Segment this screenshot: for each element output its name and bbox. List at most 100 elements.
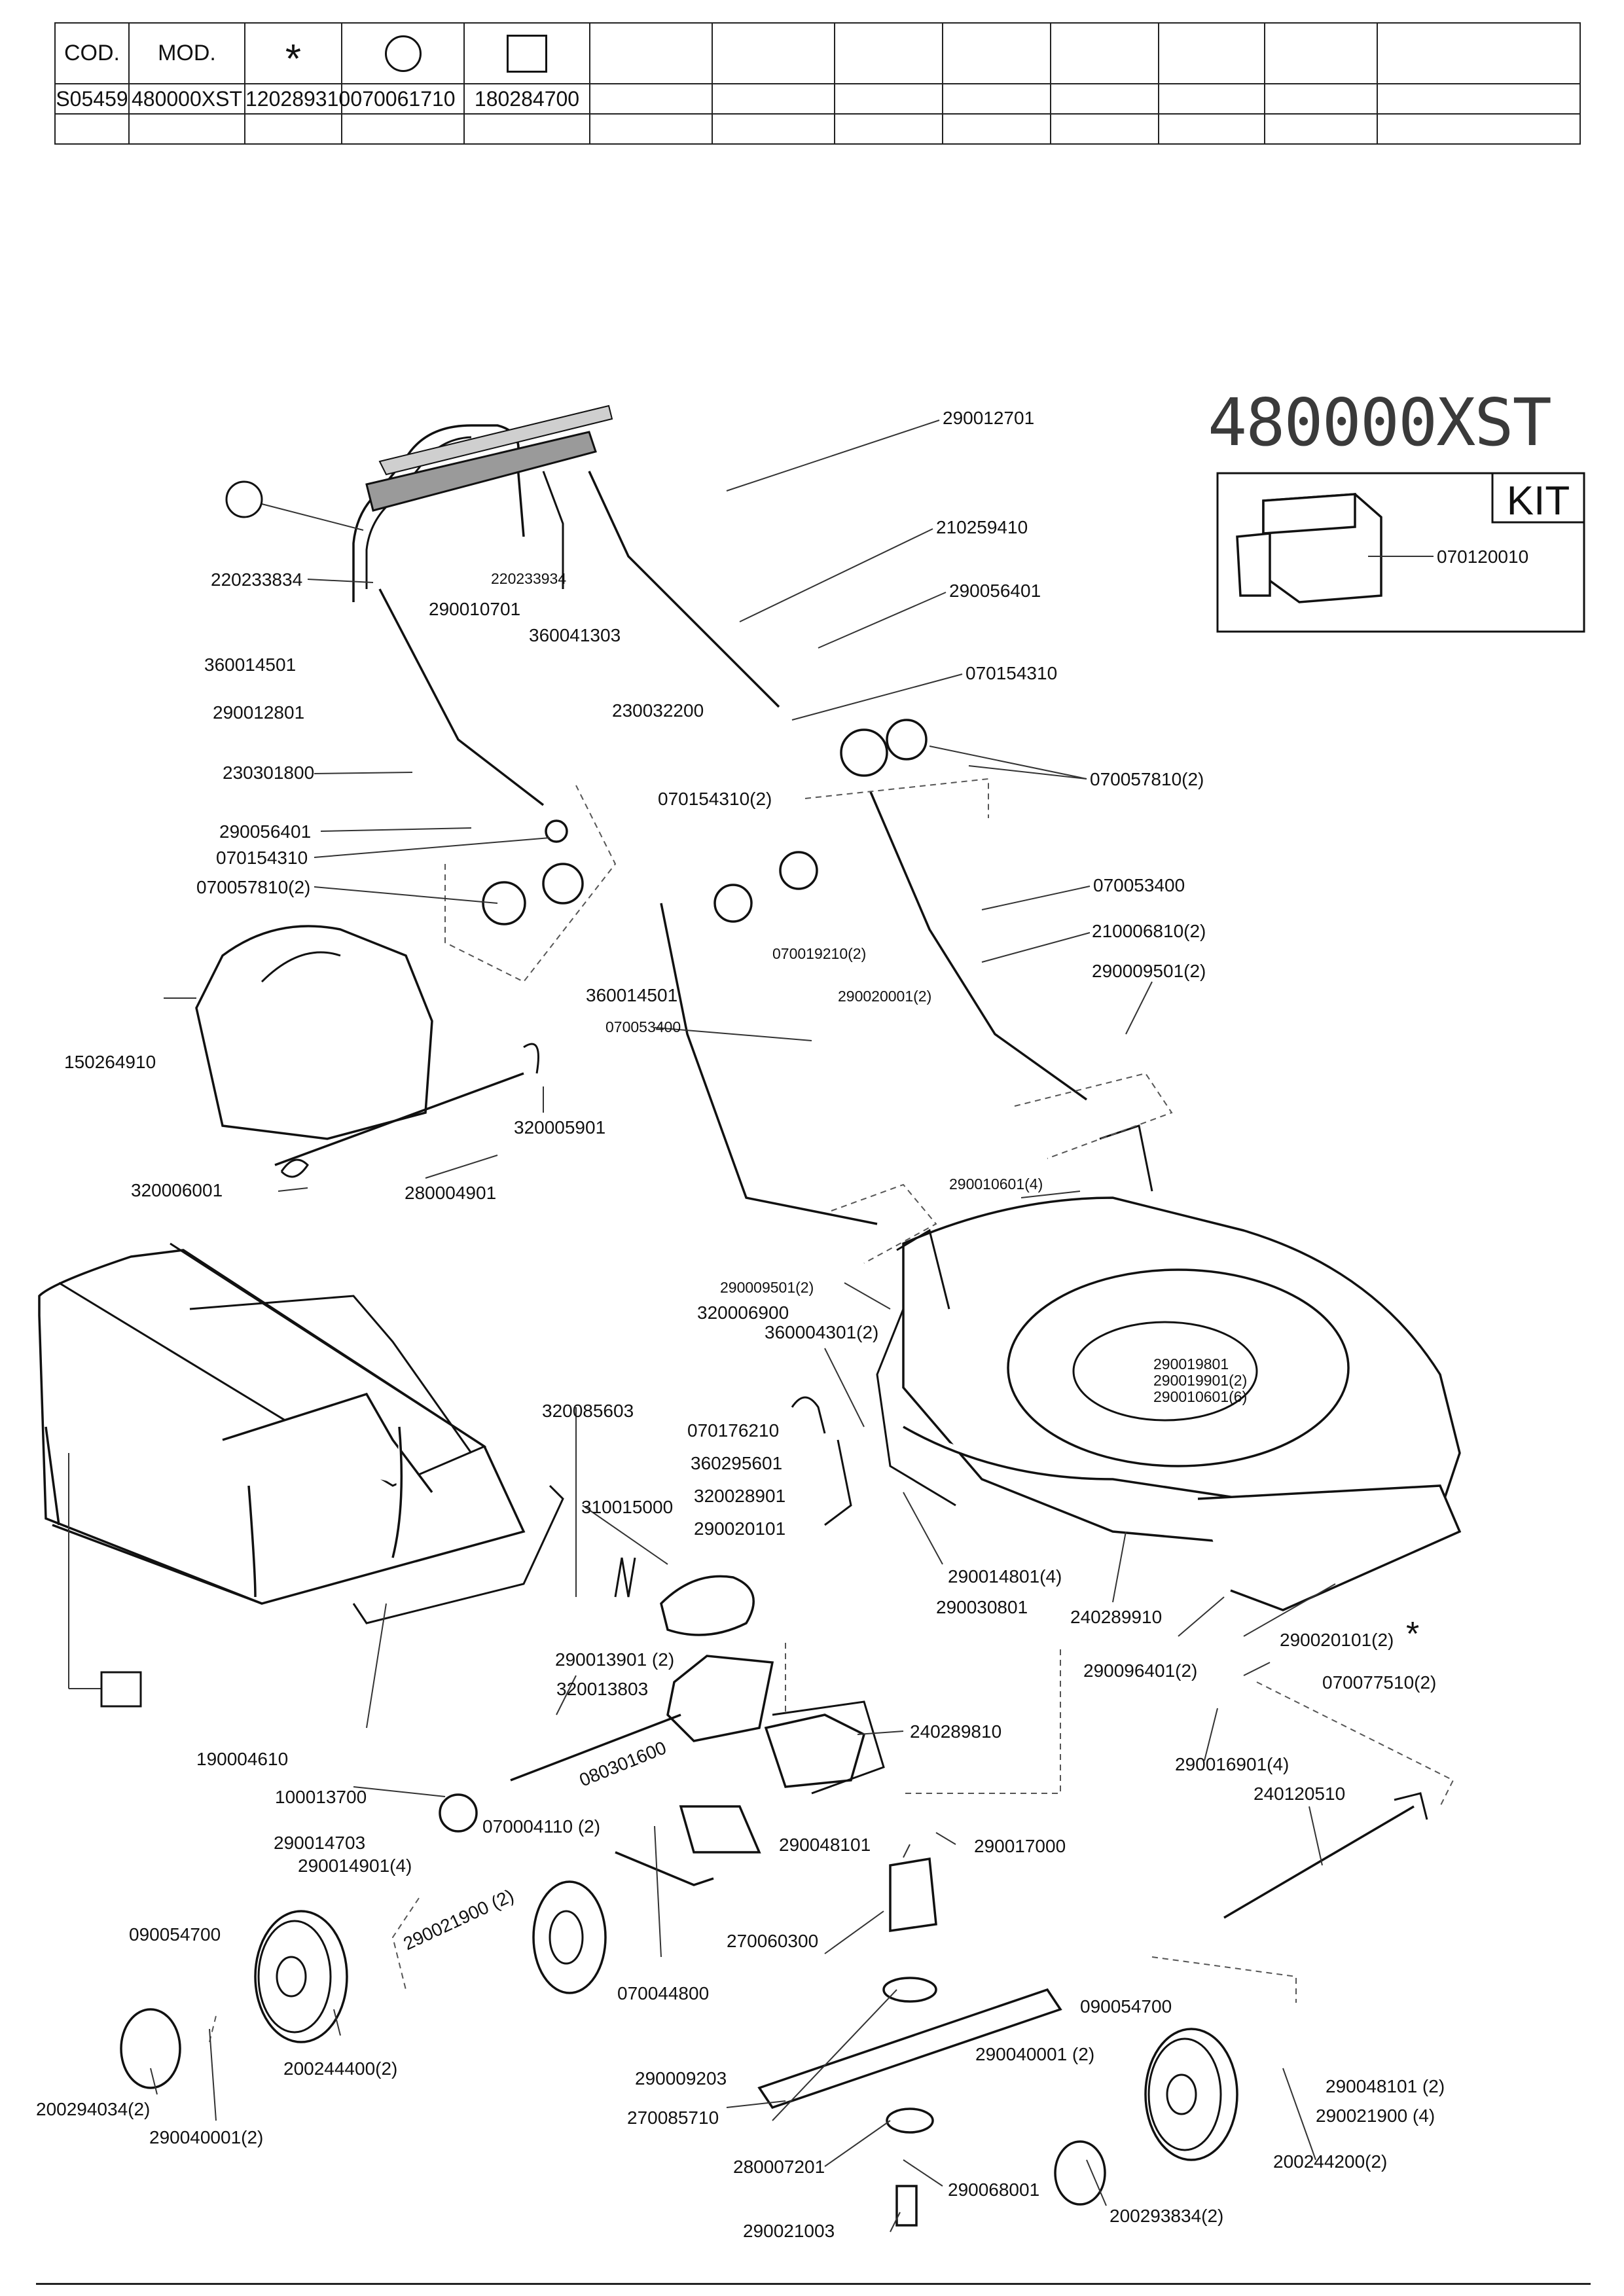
cell-empty bbox=[341, 113, 465, 145]
cell-empty bbox=[712, 83, 835, 115]
table-header-row: COD. MOD. * bbox=[54, 22, 1581, 84]
circle-reference-symbol bbox=[225, 480, 263, 518]
part-label: 290048101 (2) bbox=[1326, 2076, 1445, 2096]
rear-deflector-drawing bbox=[195, 925, 539, 1178]
part-label: 290020101 bbox=[694, 1518, 785, 1539]
header-empty bbox=[1377, 22, 1581, 84]
part-label: 070077510(2) bbox=[1322, 1672, 1436, 1693]
cell-empty bbox=[244, 113, 342, 145]
part-label: 290021003 bbox=[743, 2221, 835, 2241]
cell-empty bbox=[1264, 113, 1378, 145]
header-empty bbox=[589, 22, 713, 84]
part-label: 270085710 bbox=[627, 2108, 719, 2128]
part-label: 360004301(2) bbox=[765, 1322, 878, 1342]
part-label: 320013803 bbox=[556, 1679, 648, 1699]
part-label: 070053400 bbox=[1093, 875, 1185, 895]
part-label: 360014501 bbox=[204, 655, 296, 675]
part-label: 240120510 bbox=[1254, 1784, 1345, 1804]
part-label: 090054700 bbox=[129, 1924, 221, 1945]
part-label: 320028901 bbox=[694, 1486, 785, 1506]
cell-empty bbox=[1377, 113, 1581, 145]
part-labels: 290012701 210259410 290056401 070154310 … bbox=[36, 408, 1445, 2241]
left-wheel-drawing bbox=[254, 1910, 348, 2043]
gearbox-drawing bbox=[439, 1655, 885, 1886]
part-label: 360041303 bbox=[529, 625, 621, 645]
part-label: 290010601(6) bbox=[1153, 1388, 1247, 1405]
part-label: 360014501 bbox=[586, 985, 677, 1005]
part-label: 290009501(2) bbox=[720, 1279, 814, 1296]
part-label: 070053400 bbox=[605, 1018, 681, 1035]
kit-label: KIT bbox=[1507, 478, 1570, 524]
drive-belt-drawing bbox=[660, 1575, 755, 1636]
part-label: 280007201 bbox=[733, 2157, 825, 2177]
asterisk-reference-symbol: * bbox=[1406, 1615, 1419, 1653]
upper-handle-drawing bbox=[352, 404, 780, 806]
part-label: 070004110 (2) bbox=[482, 1816, 600, 1837]
part-label: 290012701 bbox=[943, 408, 1034, 428]
cell-square-part: 180284700 bbox=[463, 83, 590, 115]
header-empty bbox=[712, 22, 835, 84]
bottom-rule bbox=[36, 2283, 1591, 2285]
blade-assembly-drawing bbox=[757, 1857, 1062, 2227]
part-label: 070176210 bbox=[687, 1420, 779, 1441]
cell-empty bbox=[1377, 83, 1581, 115]
table-row bbox=[54, 113, 1581, 145]
part-label: 360295601 bbox=[691, 1453, 782, 1473]
part-label: 290010601(4) bbox=[949, 1175, 1043, 1193]
header-empty bbox=[942, 22, 1051, 84]
part-label: 220233934 bbox=[491, 570, 566, 587]
header-empty bbox=[1050, 22, 1159, 84]
part-label: 200294034(2) bbox=[36, 2099, 150, 2119]
cell-empty bbox=[128, 113, 245, 145]
part-label: 290030801 bbox=[936, 1597, 1028, 1617]
part-label: 150264910 bbox=[64, 1052, 156, 1072]
part-label: 290014801(4) bbox=[948, 1566, 1062, 1587]
mower-deck-drawing bbox=[876, 1124, 1462, 1611]
hubcaps-drawing bbox=[120, 2008, 1106, 2206]
part-label: 320006900 bbox=[697, 1302, 789, 1323]
header-mod: MOD. bbox=[128, 22, 245, 84]
grass-deflector-kit-drawing bbox=[1236, 493, 1382, 603]
part-label: 200244400(2) bbox=[283, 2058, 397, 2079]
part-label: 290012801 bbox=[213, 702, 304, 723]
square-symbol bbox=[507, 34, 547, 73]
part-label: 270060300 bbox=[727, 1931, 818, 1951]
part-label: 090054700 bbox=[1080, 1996, 1172, 2017]
part-label: 070019210(2) bbox=[772, 945, 866, 962]
header-asterisk: * bbox=[244, 22, 342, 84]
part-label: 290040001(2) bbox=[149, 2127, 263, 2147]
part-label: 290009203 bbox=[635, 2068, 727, 2089]
part-label: 290068001 bbox=[948, 2179, 1039, 2200]
square-reference-symbol bbox=[100, 1671, 142, 1708]
cell-empty bbox=[834, 83, 943, 115]
part-label: 080301600 bbox=[577, 1737, 670, 1790]
part-label: 320006001 bbox=[131, 1180, 223, 1200]
cell-empty bbox=[1050, 83, 1159, 115]
part-label: 210006810(2) bbox=[1092, 921, 1206, 941]
part-label: 290020101(2) bbox=[1280, 1630, 1394, 1650]
part-label: 290016901(4) bbox=[1175, 1754, 1289, 1774]
part-label: 290096401(2) bbox=[1083, 1660, 1197, 1681]
kit-box: KIT 070120010 bbox=[1216, 472, 1585, 633]
part-label: 290009501(2) bbox=[1092, 961, 1206, 981]
part-label: 070154310 bbox=[216, 848, 308, 868]
cell-empty bbox=[712, 113, 835, 145]
table-row: S05459 480000XST 120289310 070061710 180… bbox=[54, 83, 1581, 115]
right-wheel-drawing bbox=[1144, 2028, 1238, 2161]
parts-reference-table: COD. MOD. * S05459 480000XST 120289310 0… bbox=[54, 22, 1581, 145]
part-label: 290020001(2) bbox=[838, 988, 931, 1005]
cell-empty bbox=[942, 83, 1051, 115]
part-label: 290013901 (2) bbox=[555, 1649, 674, 1670]
part-label: 070057810(2) bbox=[196, 877, 310, 897]
part-label: 320085603 bbox=[542, 1401, 634, 1421]
part-label: 280004901 bbox=[405, 1183, 496, 1203]
part-label: 070057810(2) bbox=[1090, 769, 1204, 789]
cell-empty bbox=[1264, 83, 1378, 115]
part-label: 230032200 bbox=[612, 700, 704, 721]
cell-empty bbox=[834, 113, 943, 145]
kit-part-number: 070120010 bbox=[1437, 547, 1528, 567]
height-adjust-rod-drawing bbox=[1223, 1792, 1428, 1919]
part-label: 290048101 bbox=[779, 1835, 871, 1855]
cell-empty bbox=[942, 113, 1051, 145]
